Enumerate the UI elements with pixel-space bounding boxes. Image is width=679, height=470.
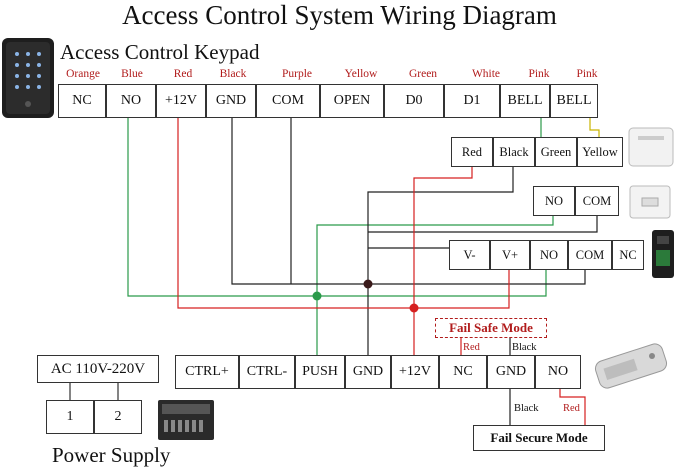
wire-color-label: Blue (121, 68, 143, 80)
power-supply-device-icon (158, 400, 214, 440)
junction-red (409, 303, 419, 313)
ps-terminal: CTRL- (239, 355, 295, 389)
keypad-terminal: +12V (156, 84, 206, 118)
ac-input-label: AC 110V-220V (37, 355, 159, 383)
wire-red-12v (177, 117, 415, 355)
ps-terminal: GND (487, 355, 535, 389)
wire-color-label: Red (173, 68, 193, 80)
diagram-title: Access Control System Wiring Diagram (122, 0, 557, 30)
wire-green-push (317, 268, 547, 297)
ac-input-terminals: 1 2 (46, 400, 142, 434)
fail-secure-red-wire-label: Red (563, 403, 580, 414)
doorbell-device-icon (628, 127, 674, 167)
junction-green (312, 291, 322, 301)
ps-terminal: +12V (391, 355, 439, 389)
wire-exit-com (368, 215, 598, 233)
keypad-terminal: D0 (384, 84, 444, 118)
fail-safe-black-wire-label: Black (512, 342, 537, 353)
wire-failsecure-red (559, 389, 586, 425)
wire-color-label: Pink (528, 68, 550, 80)
fail-safe-red-wire-label: Red (463, 342, 480, 353)
wire-red-vplus (414, 268, 510, 309)
keypad-terminal: BELL (550, 84, 598, 118)
wire-color-label: Yellow (344, 68, 378, 80)
doorbell-terminal: Green (535, 137, 577, 167)
doorbell-terminal: Red (451, 137, 493, 167)
wire-black-doorbell (367, 165, 514, 284)
power-supply-terminal-strip: CTRL+ CTRL- PUSH GND +12V NC GND NO (175, 355, 581, 389)
wire-green-exit (316, 215, 554, 296)
fail-safe-mode-label: Fail Safe Mode (435, 318, 547, 338)
keypad-terminal: OPEN (320, 84, 384, 118)
power-supply-label: Power Supply (52, 443, 171, 467)
exit-button-terminal-strip: NO COM (533, 186, 619, 216)
wire-black-gnd (231, 117, 586, 285)
receiver-terminal-strip: V- V+ NO COM NC (449, 240, 644, 270)
ps-terminal: NO (535, 355, 581, 389)
fail-secure-mode-label: Fail Secure Mode (473, 425, 605, 451)
receiver-terminal: V+ (490, 240, 530, 270)
keypad-terminal: COM (256, 84, 320, 118)
keypad-terminal: NC (58, 84, 106, 118)
wire-color-label: Purple (281, 68, 313, 80)
doorbell-terminal-strip: Red Black Green Yellow (451, 137, 623, 167)
doorbell-terminal: Yellow (577, 137, 623, 167)
receiver-terminal: COM (568, 240, 612, 270)
keypad-terminal: NO (106, 84, 156, 118)
ac-input-terminal: 2 (94, 400, 142, 434)
fail-secure-black-wire-label: Black (514, 403, 539, 414)
exit-button-terminal: COM (575, 186, 619, 216)
keypad-device-icon (2, 38, 54, 118)
wire-color-label: Black (219, 68, 247, 80)
keypad-terminal: BELL (500, 84, 550, 118)
junction-black (363, 279, 373, 289)
wire-color-label: White (471, 68, 501, 80)
remote-receiver-icon (652, 230, 674, 278)
exit-button-terminal: NO (533, 186, 575, 216)
keypad-terminal-strip: NC NO +12V GND COM OPEN D0 D1 BELL BELL (58, 84, 598, 118)
wire-color-label: Orange (66, 68, 100, 80)
wire-bell-yellow (589, 117, 600, 137)
electric-lock-icon (594, 343, 668, 389)
keypad-terminal: D1 (444, 84, 500, 118)
keypad-title: Access Control Keypad (60, 40, 260, 64)
wire-color-label: Green (408, 68, 438, 80)
receiver-terminal: NO (530, 240, 568, 270)
wire-ac-input (69, 383, 119, 400)
ps-terminal: GND (345, 355, 391, 389)
wire-red-doorbell (413, 165, 473, 308)
ps-terminal: PUSH (295, 355, 345, 389)
receiver-terminal: NC (612, 240, 644, 270)
wire-color-label: Pink (576, 68, 598, 80)
ac-input-terminal: 1 (46, 400, 94, 434)
ps-terminal: NC (439, 355, 487, 389)
receiver-terminal: V- (449, 240, 490, 270)
keypad-terminal: GND (206, 84, 256, 118)
ps-terminal: CTRL+ (175, 355, 239, 389)
wire-green-no (127, 117, 318, 355)
doorbell-terminal: Black (493, 137, 535, 167)
exit-button-icon (629, 185, 671, 219)
